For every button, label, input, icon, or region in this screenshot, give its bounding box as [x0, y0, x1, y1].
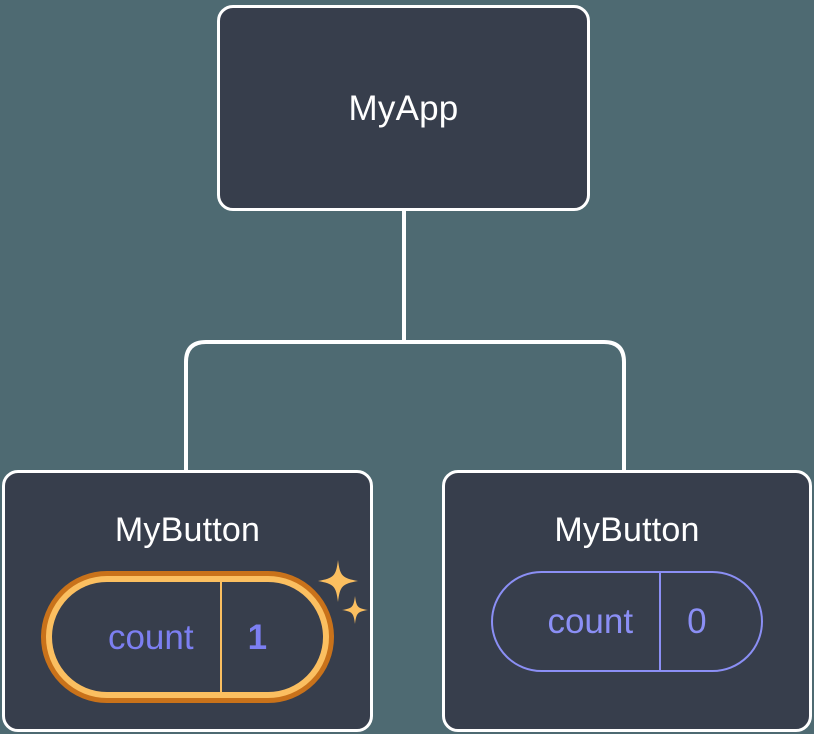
- state-wrap-child-0: count 1: [5, 571, 370, 703]
- state-pill-plain[interactable]: count 0: [491, 571, 763, 672]
- state-key-child-0: count: [107, 617, 194, 657]
- state-pill-inner: count 1: [51, 582, 324, 692]
- node-root-title: MyApp: [348, 88, 459, 128]
- state-key-child-1: count: [547, 602, 634, 641]
- edge-branch-bar: [184, 340, 626, 470]
- state-wrap-child-1: count 0: [445, 571, 809, 672]
- state-value-child-1: 0: [659, 573, 760, 670]
- node-child-1-title: MyButton: [554, 511, 700, 549]
- node-child-0[interactable]: MyButton count 1: [2, 470, 373, 732]
- node-child-1[interactable]: MyButton count 0: [442, 470, 812, 732]
- state-value-child-0: 1: [219, 582, 323, 692]
- node-root[interactable]: MyApp: [217, 5, 590, 211]
- node-child-0-title: MyButton: [114, 511, 261, 549]
- state-pill-highlighted[interactable]: count 1: [40, 571, 335, 703]
